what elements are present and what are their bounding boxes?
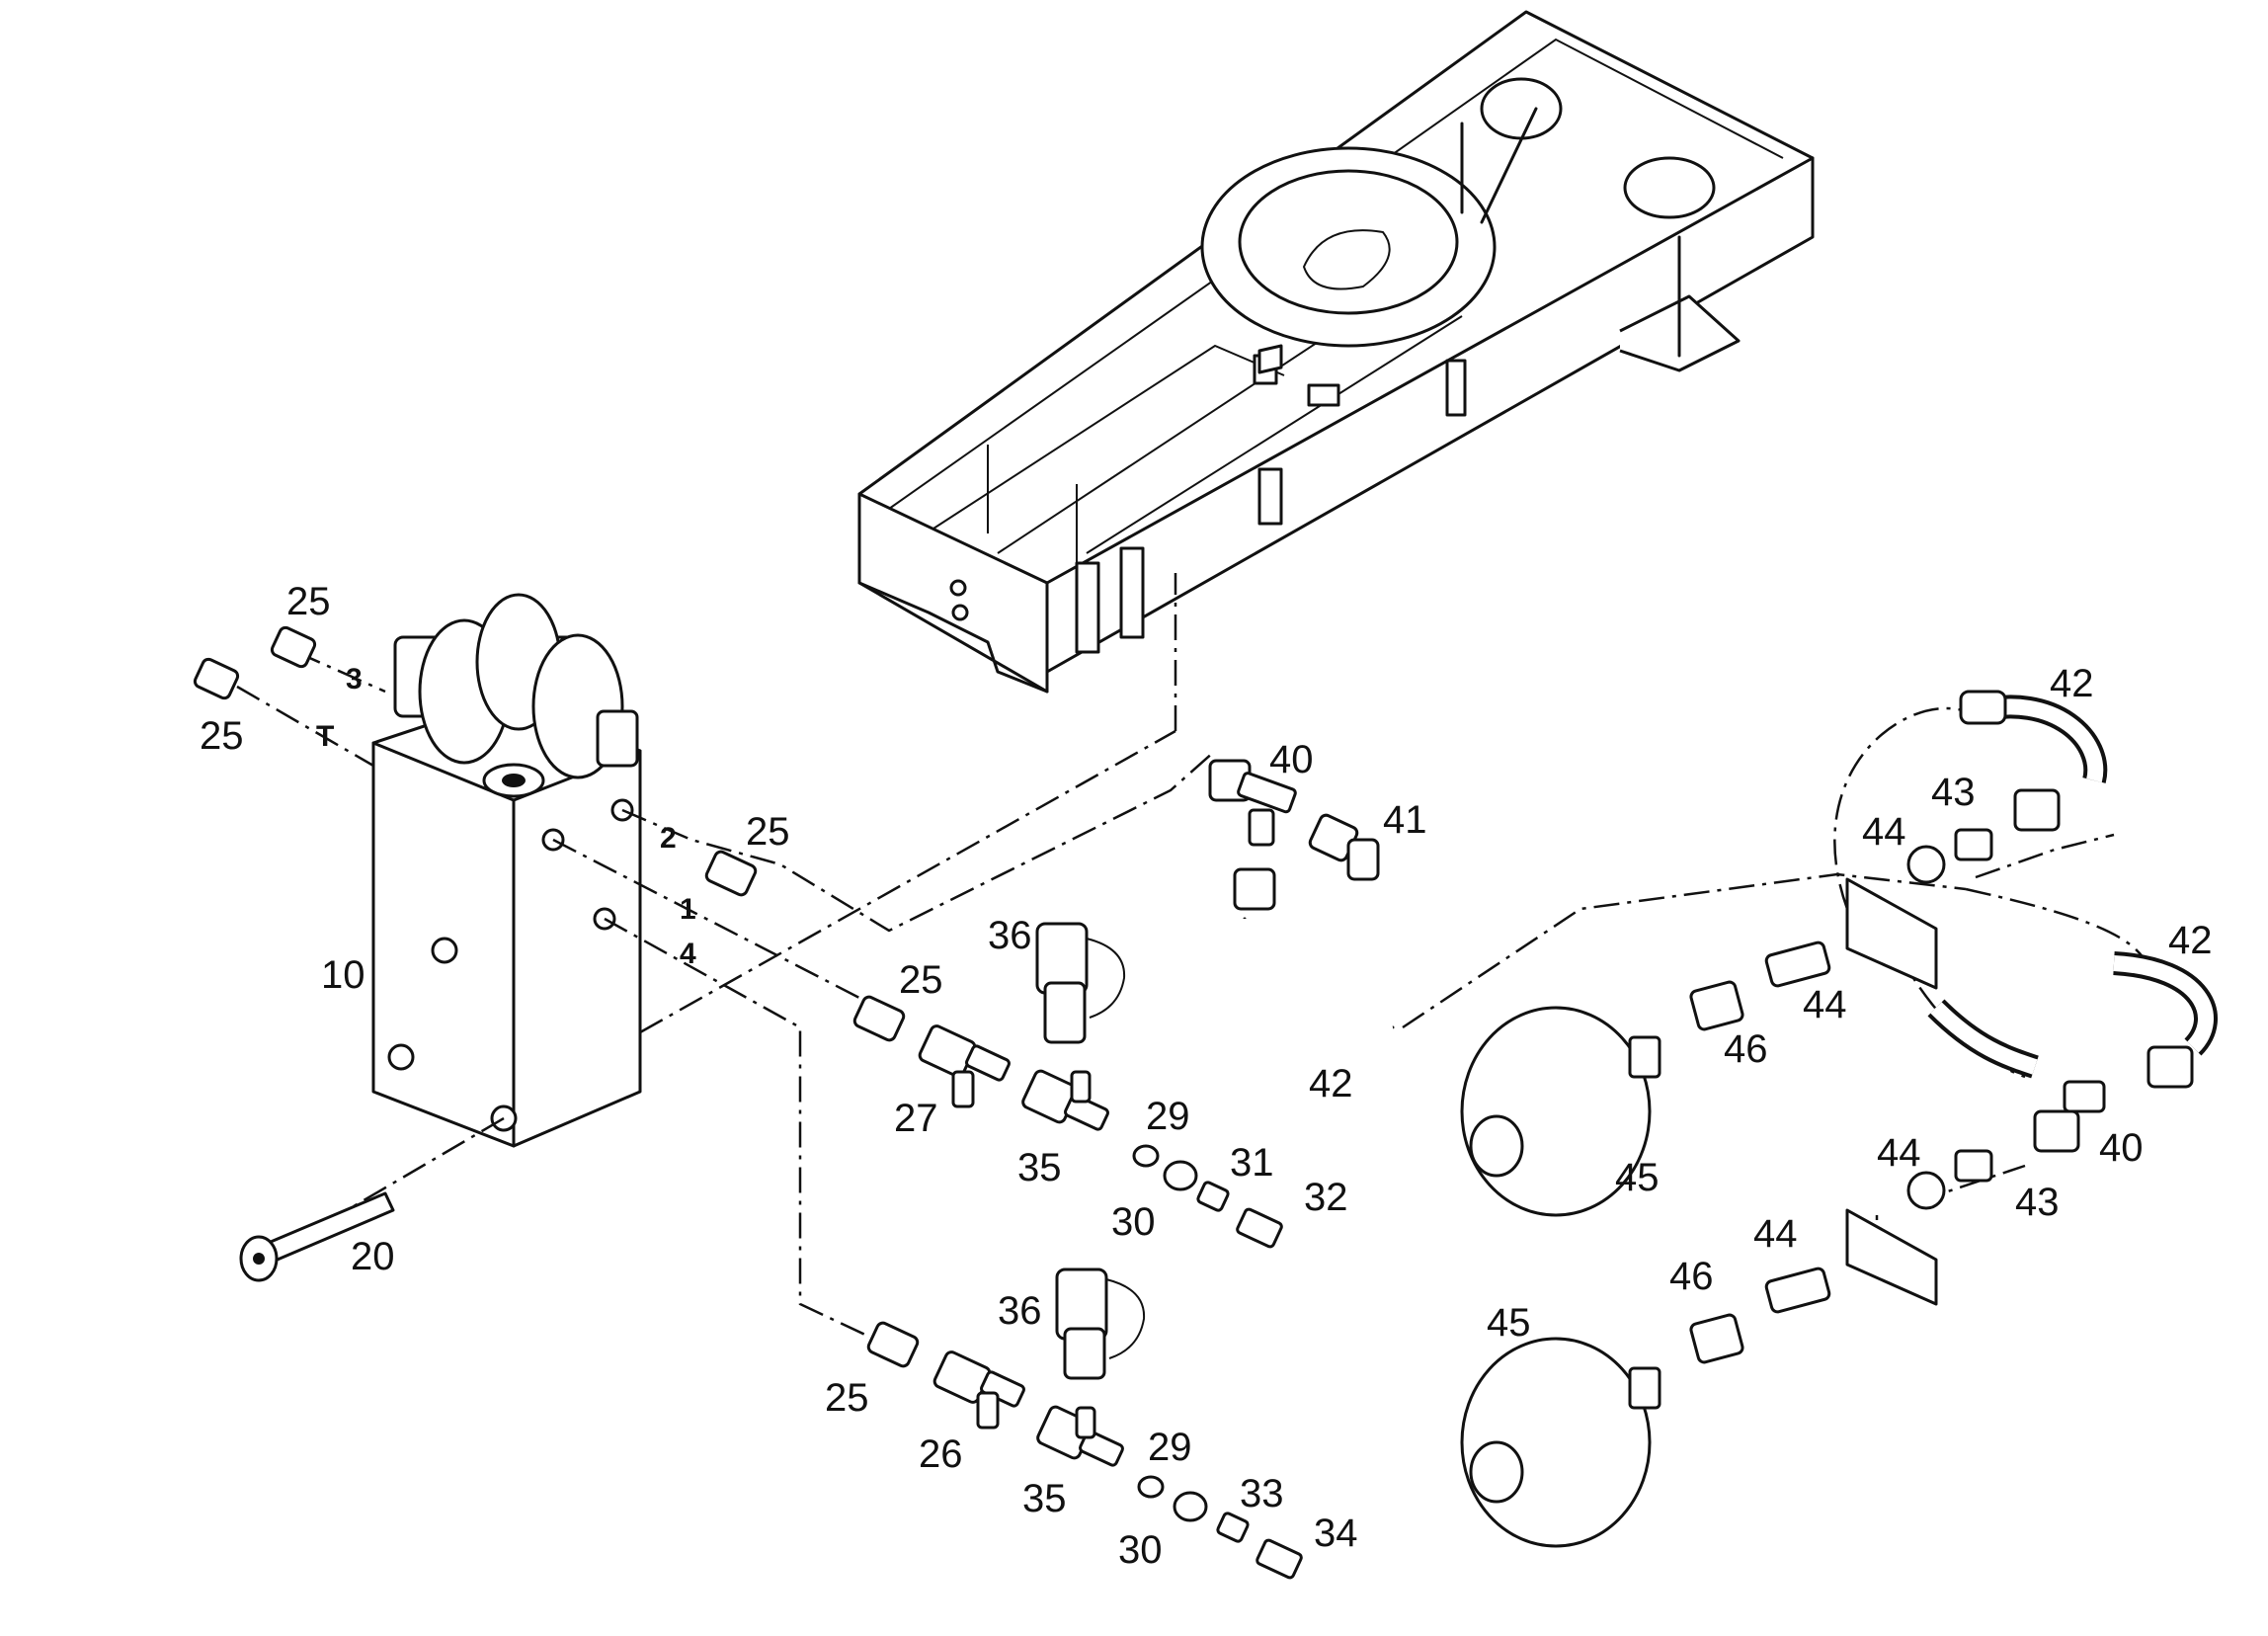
accumulator-upper <box>1460 941 1831 1217</box>
callout-45: 45 <box>1487 1301 1531 1345</box>
callout-32: 32 <box>1304 1176 1348 1219</box>
callout-25: 25 <box>200 714 244 758</box>
callout-27: 27 <box>894 1097 938 1140</box>
callout-44: 44 <box>1803 983 1847 1026</box>
callout-25: 25 <box>286 580 331 623</box>
callout-46: 46 <box>1669 1255 1714 1298</box>
callout-42: 42 <box>2050 662 2094 705</box>
port-label-3: 3 <box>346 663 363 695</box>
accumulator-lower <box>1460 1267 1831 1548</box>
callout-44: 44 <box>1877 1131 1921 1175</box>
callout-43: 43 <box>2015 1181 2060 1224</box>
callout-42: 42 <box>2168 919 2213 962</box>
callout-35: 35 <box>1022 1477 1067 1520</box>
callout-36: 36 <box>988 914 1032 957</box>
callout-46: 46 <box>1724 1027 1768 1071</box>
callout-25: 25 <box>899 958 943 1002</box>
callout-29: 29 <box>1146 1095 1190 1138</box>
port-label-T: T <box>316 720 334 753</box>
callout-20: 20 <box>351 1235 395 1278</box>
right-hoses <box>1906 690 2218 1210</box>
callout-42: 42 <box>1309 1062 1353 1105</box>
callout-44: 44 <box>1753 1212 1798 1256</box>
callout-29: 29 <box>1148 1426 1192 1469</box>
callout-26: 26 <box>919 1432 963 1476</box>
callout-34: 34 <box>1314 1512 1358 1555</box>
callout-30: 30 <box>1118 1528 1163 1572</box>
fitting-cluster-lower <box>932 1268 1303 1580</box>
port-label-4: 4 <box>680 938 696 970</box>
callout-10: 10 <box>321 953 365 997</box>
fitting-cluster-upper <box>918 922 1283 1249</box>
callout-43: 43 <box>1931 771 1976 814</box>
port-label-2: 2 <box>660 822 677 855</box>
callout-40: 40 <box>1269 738 1314 781</box>
callout-44: 44 <box>1862 810 1906 854</box>
port-label-1: 1 <box>680 893 696 926</box>
callout-41: 41 <box>1383 798 1427 842</box>
callout-40: 40 <box>2099 1126 2144 1170</box>
chassis-frame <box>857 10 1815 694</box>
fitting-25-group <box>193 625 920 1368</box>
callout-25: 25 <box>825 1376 869 1420</box>
port-labels: 3 T 2 1 4 <box>316 663 696 970</box>
callout-25: 25 <box>746 810 790 854</box>
callout-35: 35 <box>1017 1146 1062 1189</box>
bracket-plates <box>1845 877 1938 1306</box>
callout-45: 45 <box>1615 1156 1660 1199</box>
valve-block <box>371 593 642 1148</box>
callout-31: 31 <box>1230 1141 1274 1185</box>
callout-labels: 25 25 25 25 25 10 20 27 26 35 35 36 36 2… <box>200 580 2213 1572</box>
bolt-20 <box>239 1191 395 1282</box>
callout-30: 30 <box>1111 1200 1156 1244</box>
hose-assembly-center <box>1208 759 1395 1042</box>
callout-33: 33 <box>1240 1472 1284 1515</box>
callout-36: 36 <box>998 1289 1042 1333</box>
